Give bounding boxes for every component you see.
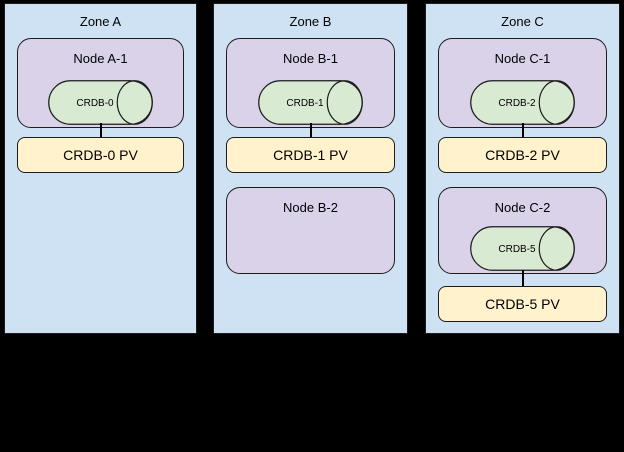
crdb-5-cylinder: CRDB-5 [469, 226, 575, 271]
zone-a: Zone A Node A-1 CRDB-0 CRDB-0 PV [4, 3, 197, 334]
node-c-1-label: Node C-1 [494, 51, 551, 66]
connector-line [309, 123, 312, 138]
crdb-2-pv: CRDB-2 PV [438, 137, 607, 173]
crdb-0-cylinder: CRDB-0 [47, 80, 153, 125]
zone-b: Zone B Node B-1 CRDB-1 CRDB-1 PV Node B-… [213, 3, 408, 334]
connector-line [99, 123, 102, 138]
crdb-1-pv-label: CRDB-1 PV [273, 147, 348, 163]
node-c-1: Node C-1 CRDB-2 [438, 38, 607, 128]
crdb-2-pv-label: CRDB-2 PV [485, 147, 560, 163]
crdb-5-pv-label: CRDB-5 PV [485, 296, 560, 312]
crdb-5-pv: CRDB-5 PV [438, 286, 607, 322]
crdb-1-pv: CRDB-1 PV [226, 137, 395, 173]
crdb-2-cylinder-label: CRDB-2 [498, 98, 536, 109]
node-a-1-label: Node A-1 [73, 51, 128, 66]
connector-line [521, 270, 524, 287]
node-b-1-label: Node B-1 [283, 51, 338, 66]
crdb-1-cylinder: CRDB-1 [257, 80, 363, 125]
zone-c: Zone C Node C-1 CRDB-2 CRDB-2 PV Node C-… [425, 3, 620, 334]
crdb-5-cylinder-label: CRDB-5 [498, 244, 536, 255]
node-b-2: Node B-2 [226, 187, 395, 274]
node-c-2-label: Node C-2 [494, 200, 551, 215]
zone-b-label: Zone B [289, 14, 332, 29]
crdb-2-cylinder: CRDB-2 [469, 80, 575, 125]
crdb-0-cylinder-label: CRDB-0 [76, 98, 114, 109]
node-b-1: Node B-1 CRDB-1 [226, 38, 395, 128]
node-c-2: Node C-2 CRDB-5 [438, 187, 607, 274]
crdb-1-cylinder-label: CRDB-1 [286, 98, 324, 109]
node-a-1: Node A-1 CRDB-0 [17, 38, 184, 128]
crdb-0-pv: CRDB-0 PV [17, 137, 184, 173]
node-b-2-label: Node B-2 [283, 200, 338, 215]
crdb-0-pv-label: CRDB-0 PV [63, 147, 138, 163]
connector-line [521, 123, 524, 138]
zone-c-label: Zone C [501, 14, 544, 29]
zone-a-label: Zone A [79, 14, 122, 29]
